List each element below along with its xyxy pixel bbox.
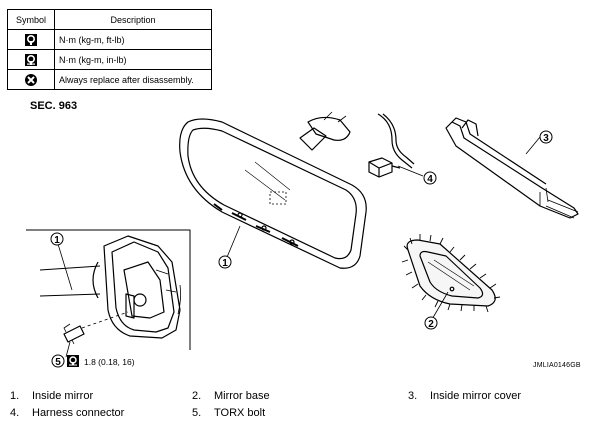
legend-label: Inside mirror cover (430, 390, 522, 402)
symbol-table-row: N·m (kg-m, in-lb) (7, 49, 212, 70)
svg-text:2: 2 (428, 319, 434, 330)
legend-item: 4.Harness connector (10, 407, 125, 419)
svg-text:1: 1 (54, 235, 60, 246)
legend-label: TORX bolt (214, 407, 266, 419)
legend-label: Inside mirror (32, 390, 94, 402)
symbol-table-header: Symbol Description (7, 9, 212, 30)
legend-item: 1.Inside mirror (10, 390, 94, 402)
legend-item: 2.Mirror base (192, 390, 270, 402)
torque-wrench-inlb-icon (67, 355, 79, 367)
inside-mirror-drawing (179, 111, 367, 269)
mirror-base-drawing (401, 234, 501, 313)
callout-3-mirror-cover: 3 (539, 130, 553, 144)
svg-text:3: 3 (543, 133, 549, 144)
legend-label: Mirror base (214, 390, 270, 402)
harness-connector-drawing (368, 113, 415, 178)
torque-wrench-ftlb-icon (25, 33, 37, 46)
callout-4-harness-connector: 4 (423, 171, 437, 185)
callout-1-inset: 1 (50, 232, 64, 246)
detail-inset (26, 229, 191, 350)
svg-text:1: 1 (222, 258, 228, 269)
legend-item: 5.TORX bolt (192, 407, 266, 419)
exploded-diagram: 1 2 3 4 5 1 (26, 111, 579, 368)
section-label: SEC. 963 (30, 100, 78, 112)
always-replace-icon (25, 73, 37, 86)
torque-wrench-inlb-icon (25, 53, 37, 66)
legend-item: 3.Inside mirror cover (408, 390, 522, 402)
inside-mirror-cover-drawing (445, 117, 579, 219)
symbol-description: Always replace after disassembly. (54, 69, 212, 90)
callout-1-mirror: 1 (218, 255, 232, 269)
svg-text:5: 5 (55, 357, 61, 368)
symbol-table: Symbol Description N·m (kg-m, ft-lb) N·m… (7, 9, 212, 90)
symbol-table-row: Always replace after disassembly. (7, 69, 212, 90)
svg-text:4: 4 (427, 174, 433, 185)
torque-spec: 1.8 (0.18, 16) (84, 357, 135, 367)
callout-5-torx-bolt: 5 (51, 354, 65, 368)
callout-2-mirror-base: 2 (424, 316, 438, 330)
legend-label: Harness connector (32, 407, 125, 419)
reference-code: JMLIA0146GB (533, 362, 581, 369)
